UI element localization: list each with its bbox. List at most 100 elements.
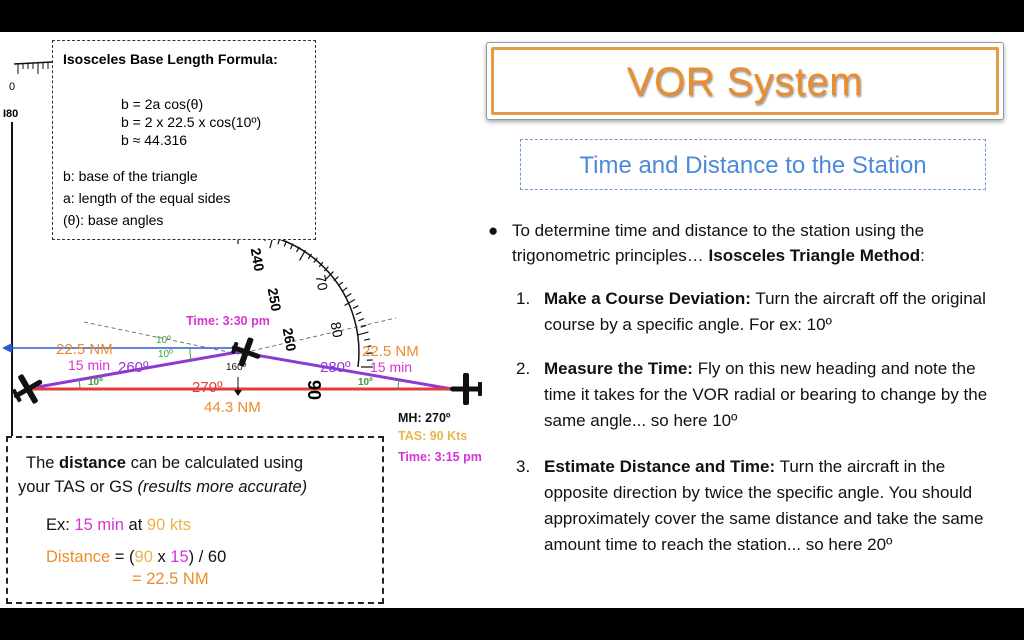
airplane-right-icon: [450, 373, 482, 405]
right-angle-arc: [397, 379, 400, 390]
right-time-label: 15 min: [370, 359, 412, 375]
step-heading: Estimate Distance and Time:: [544, 457, 776, 476]
text: = (: [110, 548, 135, 566]
formula-time: 15: [170, 548, 189, 566]
compass-tick: [324, 271, 334, 281]
dashed-ref-line-right: [237, 317, 397, 355]
distance-box: The distance can be calculated using you…: [6, 436, 384, 604]
compass-tick: [365, 345, 372, 348]
page-title: VOR System: [626, 60, 864, 104]
formula-definition: a: length of the equal sides: [63, 190, 231, 206]
step-text: Make a Course Deviation: Turn the aircra…: [544, 286, 1006, 338]
text: your TAS or GS: [18, 478, 138, 496]
compass-tick: [355, 311, 362, 316]
compass-tick: [352, 305, 359, 309]
text: Turn the aircraft in the opposite direct…: [544, 457, 984, 554]
formula-line: b = 2 x 22.5 x cos(10º): [121, 114, 262, 130]
compass-tick: [283, 240, 287, 247]
text: The: [26, 454, 60, 472]
apex-angle-arc-top: [189, 347, 192, 361]
distance-label: Distance: [46, 548, 111, 566]
text: Turn the aircraft off the original cours…: [544, 289, 986, 334]
method-name: Isosceles Triangle Method: [708, 246, 921, 265]
formula-line: b = 2a cos(θ): [121, 96, 204, 112]
step-number: 2.: [516, 359, 531, 378]
airplane-left-icon: [11, 374, 43, 404]
time-start-label: Time: 3:15 pm: [398, 450, 482, 464]
distance-bold: distance: [59, 454, 126, 472]
center-angle-label: 160º: [226, 362, 247, 373]
slide: 0 I80: [0, 32, 1024, 608]
compass-0-label: 0: [9, 81, 15, 93]
title-box: VOR System: [486, 42, 1004, 120]
left-time-label: 15 min: [68, 357, 110, 373]
subtitle-box: Time and Distance to the Station: [520, 139, 986, 190]
compass-tick: [307, 253, 313, 260]
base-heading-label: 270º: [192, 379, 223, 396]
scale-label-70: 70: [313, 274, 331, 292]
compass-tick: [298, 249, 307, 261]
formula-line: b ≈ 44.316: [121, 132, 188, 148]
compass-tick: [318, 261, 324, 268]
right-leg-line: [237, 350, 453, 391]
step-text: Estimate Distance and Time: Turn the air…: [544, 454, 1006, 558]
compass-tick: [333, 276, 339, 282]
tas-label: TAS: 90 Kts: [398, 429, 467, 443]
distance-line-1: The distance can be calculated using: [26, 454, 303, 473]
left-angle-arc: [78, 379, 81, 390]
step-number: 1.: [516, 289, 531, 308]
dashed-ref-line-left: [83, 321, 239, 355]
scale-label-240: 240: [248, 247, 268, 273]
right-distance-label: 22.5 NM: [362, 343, 419, 360]
bullet-icon: ●: [488, 221, 499, 240]
airplane-apex-icon: [231, 337, 261, 367]
compass-tick: [337, 281, 344, 287]
vertical-scale-ticks: [17, 63, 54, 74]
distance-result: = 22.5 NM: [132, 570, 209, 588]
compass-tick: [358, 318, 365, 322]
base-distance-label: 44.3 NM: [204, 399, 261, 416]
left-leg-line: [25, 350, 239, 391]
formula-definition: (θ): base angles: [63, 212, 164, 228]
formula-definition: b: base of the triangle: [63, 168, 198, 184]
example-line: Ex: 15 min at 90 kts: [46, 516, 191, 535]
example-speed: 90 kts: [146, 516, 191, 534]
italic-note: (results more accurate): [137, 478, 308, 496]
time-top-label: Time: 3:30 pm: [186, 314, 270, 328]
left-distance-label: 22.5 NM: [56, 341, 113, 358]
formula-title: Isosceles Base Length Formula:: [63, 51, 278, 67]
top-scale-line: [13, 61, 53, 65]
compass-tick: [296, 246, 300, 253]
text: Fly on this new heading and note the tim…: [544, 359, 988, 430]
compass-tick: [344, 298, 356, 307]
mh-label: MH: 270º: [398, 411, 451, 425]
apex-angle-label-bottom: 10º: [158, 349, 173, 360]
step-text: Measure the Time: Fly on this new headin…: [544, 356, 1006, 434]
scale-label-250: 250: [265, 287, 285, 313]
compass-tick: [345, 292, 352, 298]
step-heading: Measure the Time:: [544, 359, 693, 378]
right-heading-label: 280º: [320, 359, 351, 376]
isosceles-diagram: 0 I80: [2, 61, 482, 452]
compass-tick: [364, 338, 371, 341]
compass-180-label: I80: [3, 108, 18, 120]
compass-tick: [360, 324, 367, 328]
apex-angle-label-top: 10º: [156, 335, 171, 346]
title-inner-border: [491, 47, 999, 115]
bullet-text: To determine time and distance to the st…: [512, 218, 1002, 268]
text: at: [123, 516, 147, 534]
compass-tick: [342, 287, 348, 292]
left-heading-label: 260º: [118, 359, 149, 376]
apex-arrow-head: [234, 390, 242, 396]
compass-tick: [356, 331, 369, 336]
page-subtitle: Time and Distance to the Station: [579, 152, 927, 179]
text: Ex:: [46, 516, 75, 534]
compass-tick: [313, 257, 318, 263]
text: :: [920, 246, 925, 265]
formula-speed: 90: [134, 548, 153, 566]
bearing-arrow-head: [2, 343, 12, 353]
left-angle-label: 10º: [88, 377, 103, 388]
compass-tick: [289, 243, 294, 250]
step-number: 3.: [516, 457, 531, 476]
distance-line-2: your TAS or GS (results more accurate): [18, 478, 307, 497]
